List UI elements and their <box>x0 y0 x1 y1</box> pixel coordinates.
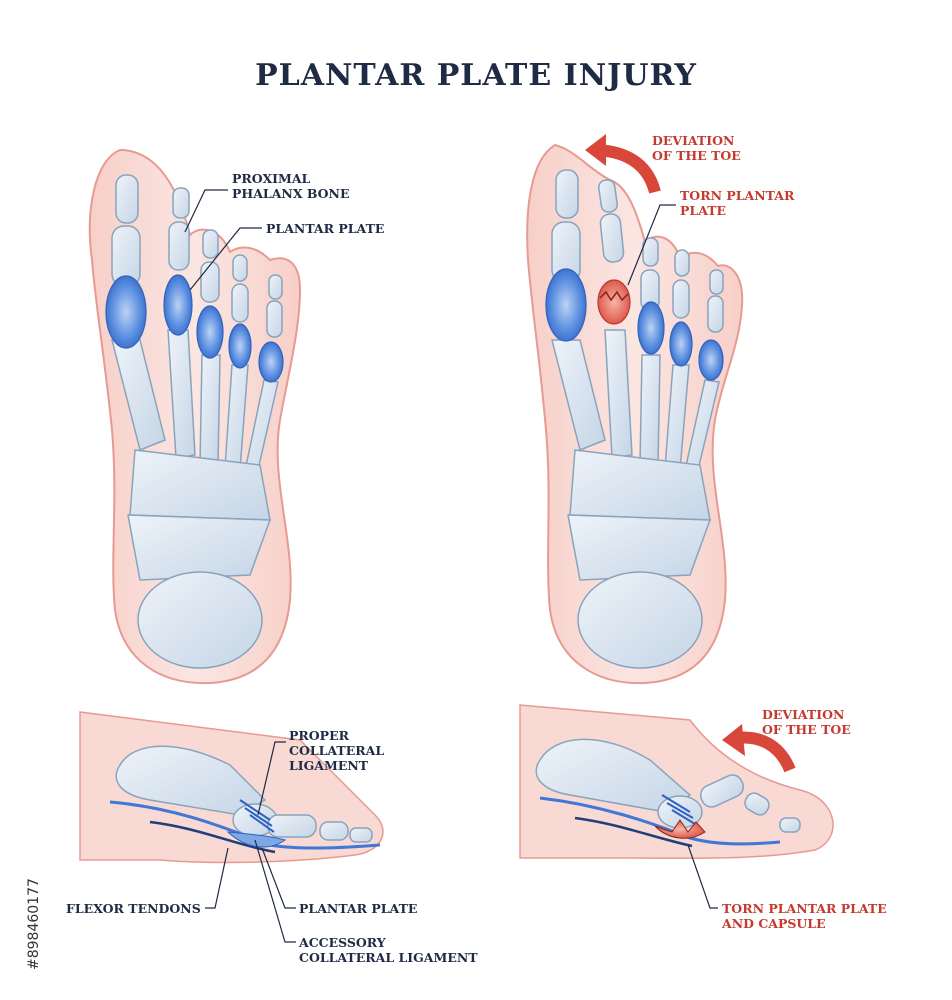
stock-id-text: #898460177 <box>26 878 42 970</box>
injured-side-view <box>519 704 834 909</box>
healthy-leader-lines <box>184 189 262 291</box>
torn-plate-highlight <box>597 279 631 325</box>
plantar-plate-side-label: PLANTAR PLATE <box>299 901 418 916</box>
deviation-arrowhead-top <box>585 134 606 166</box>
plantar-plate-top-label: PLANTAR PLATE <box>266 221 385 236</box>
healthy-side-plate <box>226 831 287 848</box>
healthy-collateral-ligament <box>239 799 275 833</box>
proper-collateral-label: PROPER COLLATERAL LIGAMENT <box>289 728 385 773</box>
injured-foot-illustration <box>526 134 744 685</box>
injured-plantar-plates <box>545 268 724 381</box>
deviation-top-label: DEVIATION OF THE TOE <box>652 133 741 163</box>
stock-id: #898460177 <box>6 770 42 970</box>
injured-foot-bones <box>551 169 724 669</box>
healthy-side-leaders <box>205 741 296 943</box>
diagram-title: PLANTAR PLATE INJURY <box>255 58 697 93</box>
torn-capsule-leader <box>687 844 718 909</box>
healthy-side-view <box>79 711 384 943</box>
injured-collateral-ligament <box>661 794 696 825</box>
torn-plate-leader <box>627 204 676 286</box>
torn-plantar-plate-label: TORN PLANTAR PLATE <box>680 188 795 218</box>
deviation-arrow-top <box>597 144 661 194</box>
proximal-phalanx-label: PROXIMAL PHALANX BONE <box>232 171 350 201</box>
torn-plate-capsule-label: TORN PLANTAR PLATE AND CAPSULE <box>722 901 887 931</box>
torn-capsule-highlight <box>654 819 706 839</box>
healthy-foot-illustration <box>88 148 302 685</box>
healthy-foot-bones <box>111 174 283 669</box>
healthy-plantar-plates <box>105 274 284 383</box>
flexor-tendons-label: FLEXOR TENDONS <box>66 901 201 916</box>
deviation-side-label: DEVIATION OF THE TOE <box>762 707 851 737</box>
deviation-arrowhead-side <box>722 724 745 756</box>
accessory-collateral-label: ACCESSORY COLLATERAL LIGAMENT <box>299 935 478 965</box>
